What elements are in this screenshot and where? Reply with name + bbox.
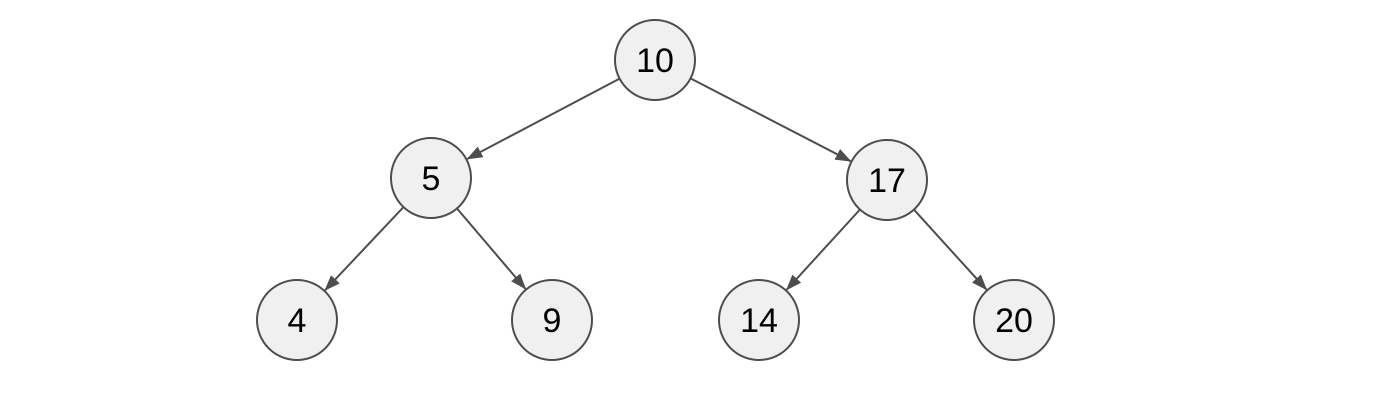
tree-node-label: 10 [636, 42, 674, 80]
tree-node-10: 10 [614, 19, 696, 101]
tree-node-label: 4 [288, 302, 307, 340]
tree-node-circle [718, 279, 800, 361]
tree-node-label: 9 [543, 302, 562, 340]
tree-node-14: 14 [718, 279, 800, 361]
tree-edge-17-14 [785, 208, 861, 291]
tree-edge-5-4 [324, 206, 405, 291]
tree-node-9: 9 [511, 279, 593, 361]
tree-node-circle [846, 139, 928, 221]
tree-edge-5-9 [456, 207, 527, 290]
tree-node-17: 17 [846, 139, 928, 221]
tree-node-4: 4 [256, 279, 338, 361]
tree-node-20: 20 [973, 279, 1055, 361]
tree-edge-10-5 [466, 77, 621, 160]
tree-node-label: 5 [422, 160, 441, 198]
tree-node-circle [256, 279, 338, 361]
tree-node-circle [511, 279, 593, 361]
tree-edge-10-17 [690, 77, 852, 163]
tree-edge-17-20 [913, 208, 988, 291]
tree-node-circle [390, 137, 472, 219]
tree-node-circle [973, 279, 1055, 361]
tree-node-label: 17 [868, 162, 906, 200]
tree-node-label: 20 [995, 302, 1033, 340]
tree-node-circle [614, 19, 696, 101]
tree-node-5: 5 [390, 137, 472, 219]
tree-node-label: 14 [740, 302, 778, 340]
